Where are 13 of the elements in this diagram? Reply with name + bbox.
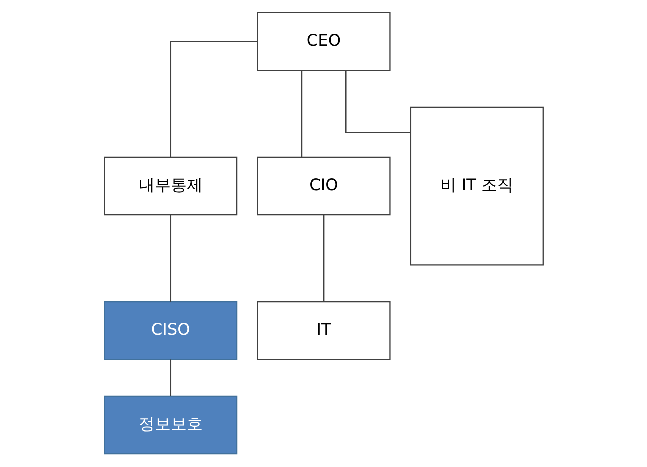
connector (170, 41, 258, 158)
node-box: CEO (256, 12, 390, 72)
node-box: 내부통제 (104, 156, 238, 216)
node-box: CIO (256, 156, 390, 216)
connector (344, 71, 410, 134)
connector (300, 70, 302, 158)
connector (170, 360, 172, 396)
connector (170, 215, 172, 302)
node-box: IT (256, 301, 390, 360)
node-box: 비 IT 조직 (410, 106, 544, 266)
node-box: 정보보호 (104, 396, 238, 455)
node-box: CISO (104, 301, 238, 360)
connector (322, 215, 324, 302)
